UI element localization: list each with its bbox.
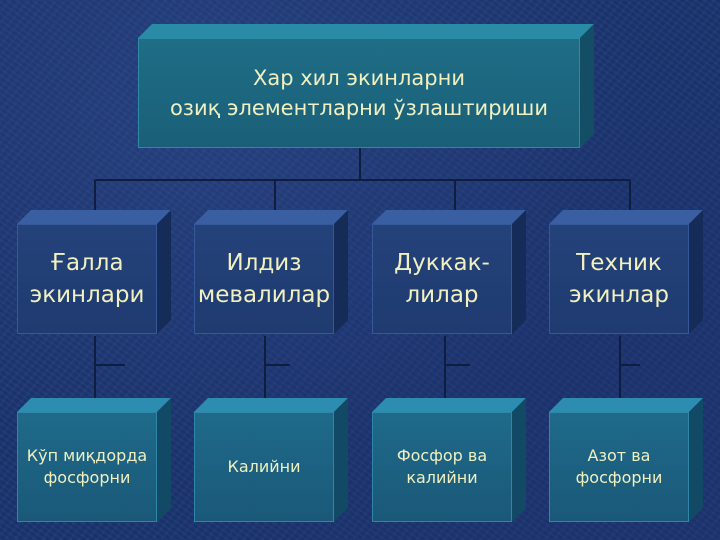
nutrient-label: Фосфор ва калийни [372, 412, 512, 522]
title-box-top [138, 24, 594, 38]
title-text: Хар хил экинларни озиқ элементларни ўзла… [138, 38, 580, 148]
category-label: Ғалла экинлари [17, 224, 157, 334]
category-label: Дуккак- лилар [372, 224, 512, 334]
nutrient-label: Кўп миқдорда фосфорни [17, 412, 157, 522]
nutrient-label: Азот ва фосфорни [549, 412, 689, 522]
category-label: Техник экинлар [549, 224, 689, 334]
title-box-side [580, 24, 594, 148]
nutrient-label: Калийни [194, 412, 334, 522]
category-label: Илдиз мевалилар [194, 224, 334, 334]
